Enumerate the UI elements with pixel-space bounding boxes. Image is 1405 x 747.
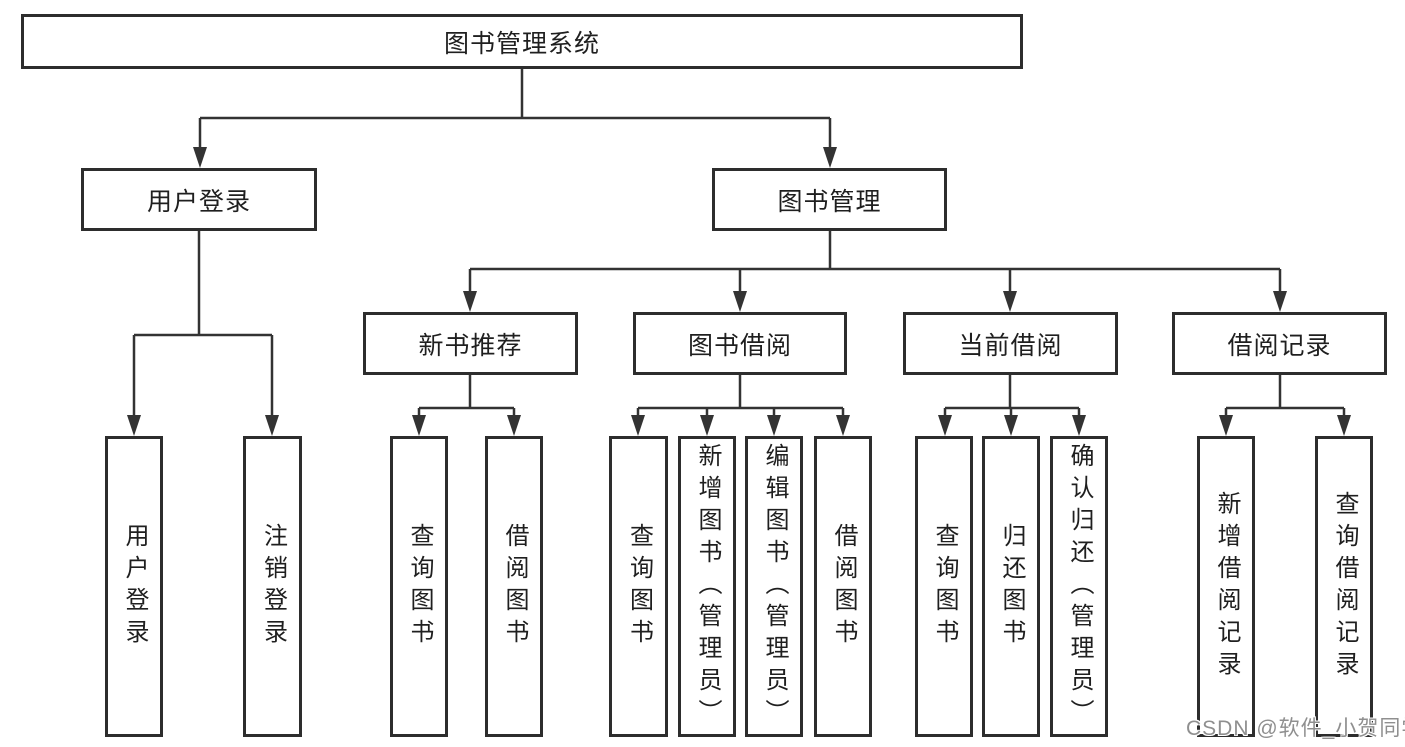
csdn-watermark: CSDN @软件_小贺同学 xyxy=(1186,717,1405,740)
leaf-query-books-current: 查询图书 xyxy=(915,436,973,737)
leaf-borrow-books-recommend: 借阅图书 xyxy=(485,436,543,737)
node-book-borrow: 图书借阅 xyxy=(633,312,847,375)
node-library-system: 图书管理系统 xyxy=(21,14,1023,69)
node-book-management: 图书管理 xyxy=(712,168,947,231)
leaf-edit-book-admin: 编辑图书（管理员） xyxy=(745,436,803,737)
leaf-user-login: 用户登录 xyxy=(105,436,163,737)
leaf-logout: 注销登录 xyxy=(243,436,302,737)
leaf-borrow-books: 借阅图书 xyxy=(814,436,872,737)
leaf-confirm-return-admin: 确认归还（管理员） xyxy=(1050,436,1108,737)
leaf-query-books-borrow: 查询图书 xyxy=(609,436,668,737)
node-user-login: 用户登录 xyxy=(81,168,317,231)
leaf-add-borrow-record: 新增借阅记录 xyxy=(1197,436,1255,737)
arrowheads xyxy=(127,147,1351,436)
node-new-book-recommend: 新书推荐 xyxy=(363,312,578,375)
node-borrow-records: 借阅记录 xyxy=(1172,312,1387,375)
leaf-query-books-recommend: 查询图书 xyxy=(390,436,448,737)
leaf-return-book: 归还图书 xyxy=(982,436,1040,737)
leaf-add-book-admin: 新增图书（管理员） xyxy=(678,436,736,737)
leaf-query-borrow-record: 查询借阅记录 xyxy=(1315,436,1373,737)
node-current-borrow: 当前借阅 xyxy=(903,312,1118,375)
